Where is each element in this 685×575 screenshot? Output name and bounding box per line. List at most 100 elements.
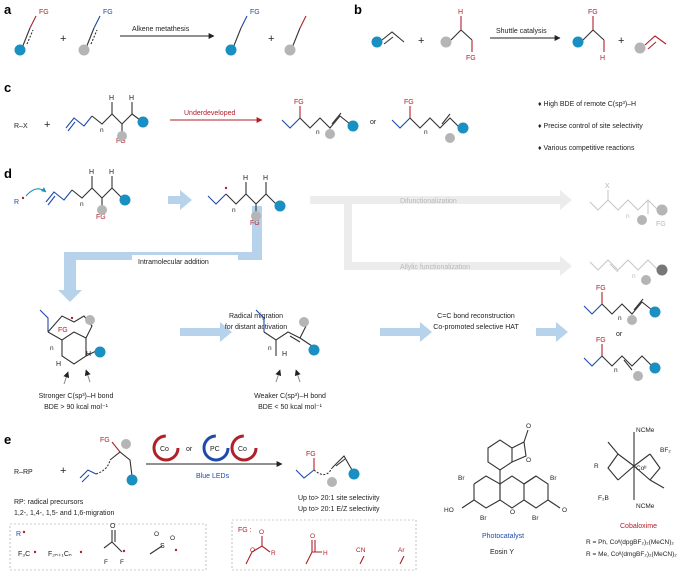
bond — [26, 29, 34, 45]
h-label: H — [129, 95, 134, 102]
bond — [383, 36, 394, 45]
bond — [313, 467, 333, 476]
n-label: n — [50, 345, 54, 352]
catalytic-cycle — [230, 434, 258, 462]
bond — [255, 309, 265, 332]
o-label: O — [562, 507, 567, 514]
pointer-arrow — [275, 369, 282, 383]
bond — [232, 27, 242, 49]
r-radical: R — [14, 199, 19, 206]
radical-dot — [122, 549, 126, 553]
flow-arrow — [536, 322, 568, 342]
plus: + — [60, 465, 66, 477]
cobaloxime-label: Cobaloxime — [620, 523, 657, 530]
arrow-label: Underdeveloped — [184, 110, 235, 117]
bond — [207, 193, 227, 205]
fg-label: FG — [404, 99, 414, 106]
fg-label: FG — [39, 9, 49, 16]
ring — [473, 484, 501, 509]
br-label: Br — [458, 475, 465, 482]
h-label: H — [263, 175, 268, 182]
fg-label: FG — [100, 437, 110, 444]
bond — [583, 303, 603, 315]
plus: + — [618, 35, 624, 47]
br-label: Br — [550, 475, 557, 482]
o-label: O — [170, 535, 175, 542]
bond — [289, 335, 301, 343]
flow-arrow — [310, 190, 572, 276]
h-label: H — [600, 55, 605, 62]
label-bg — [132, 255, 238, 266]
bond — [391, 117, 411, 129]
cc-bond-label: Co-promoted selective HAT — [433, 324, 519, 331]
bond — [149, 545, 163, 555]
co-cycle: Co — [230, 434, 258, 462]
bond — [111, 541, 123, 553]
cyan-dot — [137, 116, 149, 128]
radical-dot — [174, 548, 178, 552]
bond — [291, 27, 301, 49]
bond — [305, 551, 322, 565]
fg-box-title: FG : — [238, 527, 252, 534]
bond — [67, 121, 76, 132]
grey-dot — [656, 264, 668, 276]
grey-dot — [325, 129, 335, 139]
bond — [601, 355, 653, 367]
bond — [79, 469, 97, 479]
grey-dot — [251, 211, 261, 221]
flow-arrow — [180, 322, 232, 342]
n-label: n — [80, 201, 84, 208]
bond — [331, 112, 342, 125]
ho-label: HO — [444, 507, 454, 514]
bond — [649, 453, 661, 481]
o-label: O — [310, 533, 315, 540]
flow-arrows — [58, 190, 568, 342]
bond — [71, 187, 123, 199]
panel-label-b: b — [354, 2, 362, 17]
n-label: n — [268, 345, 272, 352]
migration-label: Radical migration — [229, 313, 283, 320]
bond — [450, 29, 473, 41]
bond — [589, 259, 659, 271]
bullet-item: ♦ High BDE of remote C(sp³)–H — [538, 101, 636, 108]
h-label: H — [89, 169, 94, 176]
r-box — [9, 523, 207, 571]
co-center-label: Coᴵᴵ — [636, 465, 646, 472]
n-label: n — [632, 273, 636, 280]
fg-label: FG — [588, 9, 598, 16]
grey-dot — [656, 204, 668, 216]
bond — [409, 117, 461, 129]
cyan-dot — [308, 344, 320, 356]
radical-dot — [224, 186, 228, 190]
fg-label: FG — [466, 55, 476, 62]
grey-flow-arrows — [310, 190, 572, 276]
cc-bond-label: C=C bond reconstruction — [437, 313, 515, 320]
plus: + — [268, 33, 274, 45]
co-label: Co — [160, 446, 169, 453]
or-label: or — [370, 119, 377, 126]
bond — [95, 459, 111, 475]
bond — [281, 117, 301, 129]
grey-dot — [637, 215, 647, 225]
grey-dot — [440, 36, 452, 48]
bullet-item: ♦ Precise control of site selectivity — [538, 123, 643, 130]
bond — [39, 309, 49, 332]
bond — [245, 545, 271, 565]
s-label: S — [160, 543, 165, 550]
fg-label: FG — [250, 9, 260, 16]
cyan-dot — [348, 468, 360, 480]
flow-arrow — [168, 190, 192, 210]
bond — [607, 441, 619, 455]
bond — [299, 15, 307, 29]
r-label: R — [594, 463, 599, 470]
cn-label: CN — [356, 547, 366, 554]
bond — [633, 298, 644, 311]
bond — [582, 29, 605, 41]
n-label: n — [100, 127, 104, 134]
panel-b: b + H FG Shuttle catalysis FG H + — [354, 2, 667, 62]
bond — [45, 189, 73, 203]
bond — [85, 27, 95, 49]
cyan-dot — [274, 200, 286, 212]
bf2-label: F₂B — [598, 495, 609, 502]
bond — [81, 474, 90, 483]
